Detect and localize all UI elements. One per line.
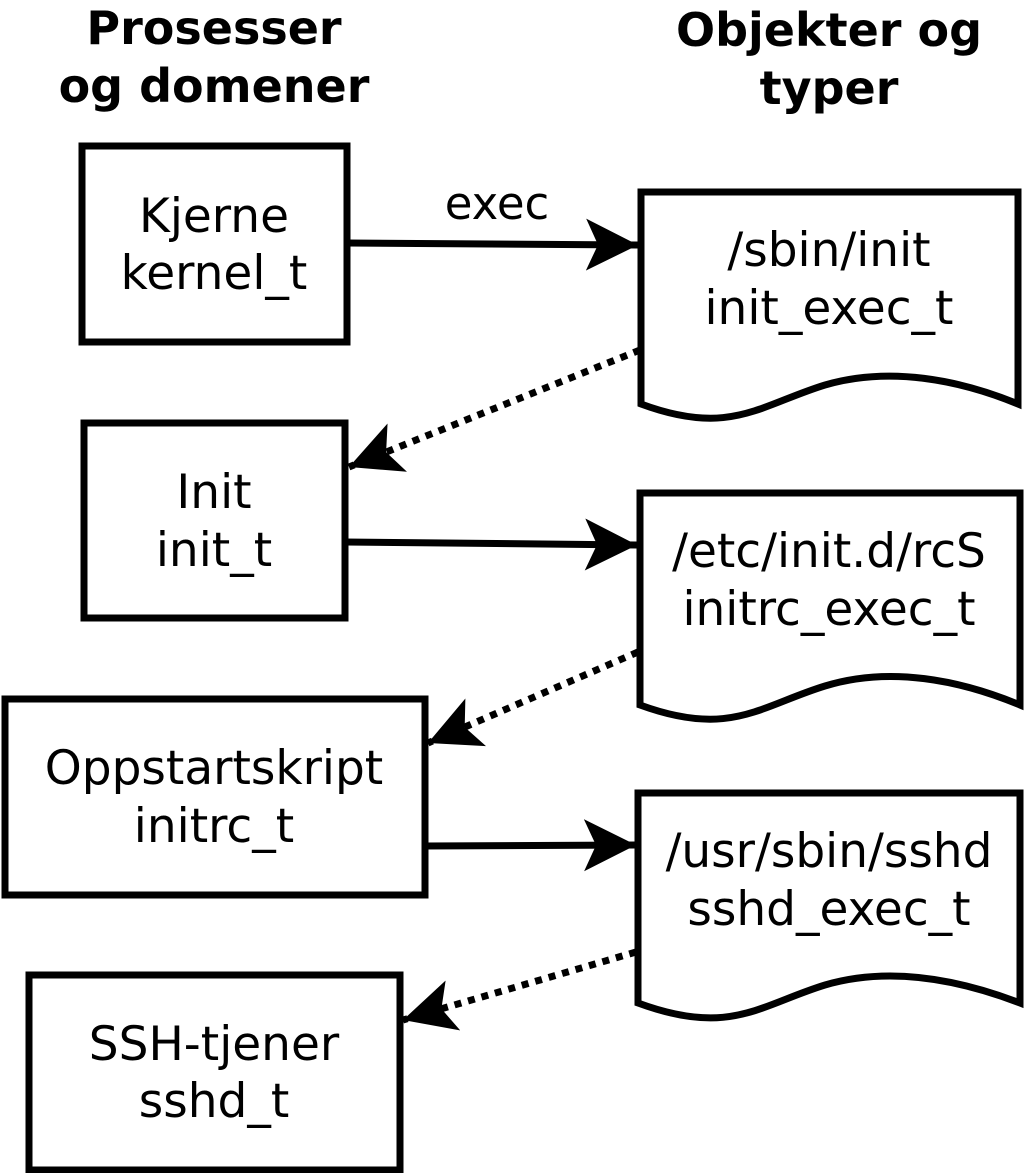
- process-domain: initrc_t: [134, 799, 294, 854]
- exec-edge-kernel-to-init-binary: [346, 218, 639, 271]
- exec-edge-label: exec: [445, 177, 550, 230]
- object-doc-init-binary: /sbin/init init_exec_t: [637, 188, 1022, 422]
- process-domain: sshd_t: [139, 1074, 290, 1129]
- transition-edge-sshd-binary-to-sshd-domain: [402, 948, 637, 1031]
- object-type: sshd_exec_t: [687, 882, 970, 937]
- object-path: /etc/init.d/rcS: [672, 524, 986, 579]
- object-type: init_exec_t: [705, 281, 954, 336]
- object-doc-sshd-binary: /usr/sbin/sshd sshd_exec_t: [634, 789, 1024, 1022]
- process-box-kernel: Kjerne kernel_t: [78, 142, 351, 346]
- process-box-startup-script: Oppstartskript initrc_t: [1, 695, 429, 899]
- objects-heading-line-1: Objekter og: [676, 3, 982, 57]
- process-box-ssh-server: SSH-tjener sshd_t: [25, 971, 404, 1173]
- object-path: /usr/sbin/sshd: [666, 824, 993, 879]
- process-name: Init: [176, 465, 251, 520]
- object-type: initrc_exec_t: [682, 582, 975, 637]
- process-domain: kernel_t: [121, 246, 308, 301]
- exec-edge-initrc-to-sshd-binary: [424, 819, 637, 872]
- transition-edge-init-binary-to-init-domain: [347, 346, 642, 472]
- process-domain: init_t: [156, 523, 272, 578]
- process-name: Oppstartskript: [45, 741, 383, 796]
- object-doc-rcs-script: /etc/init.d/rcS initrc_exec_t: [636, 489, 1024, 723]
- processes-heading-line-1: Prosesser: [86, 1, 342, 55]
- process-name: Kjerne: [139, 189, 289, 244]
- transition-edge-rcs-script-to-initrc-domain: [426, 648, 640, 747]
- object-path: /sbin/init: [727, 223, 930, 278]
- exec-edge-init-to-rcs-script: [344, 518, 638, 571]
- objects-heading-line-2: typer: [760, 61, 899, 115]
- process-name: SSH-tjener: [89, 1017, 340, 1072]
- processes-heading-line-2: og domener: [59, 59, 370, 113]
- process-box-init: Init init_t: [80, 419, 349, 622]
